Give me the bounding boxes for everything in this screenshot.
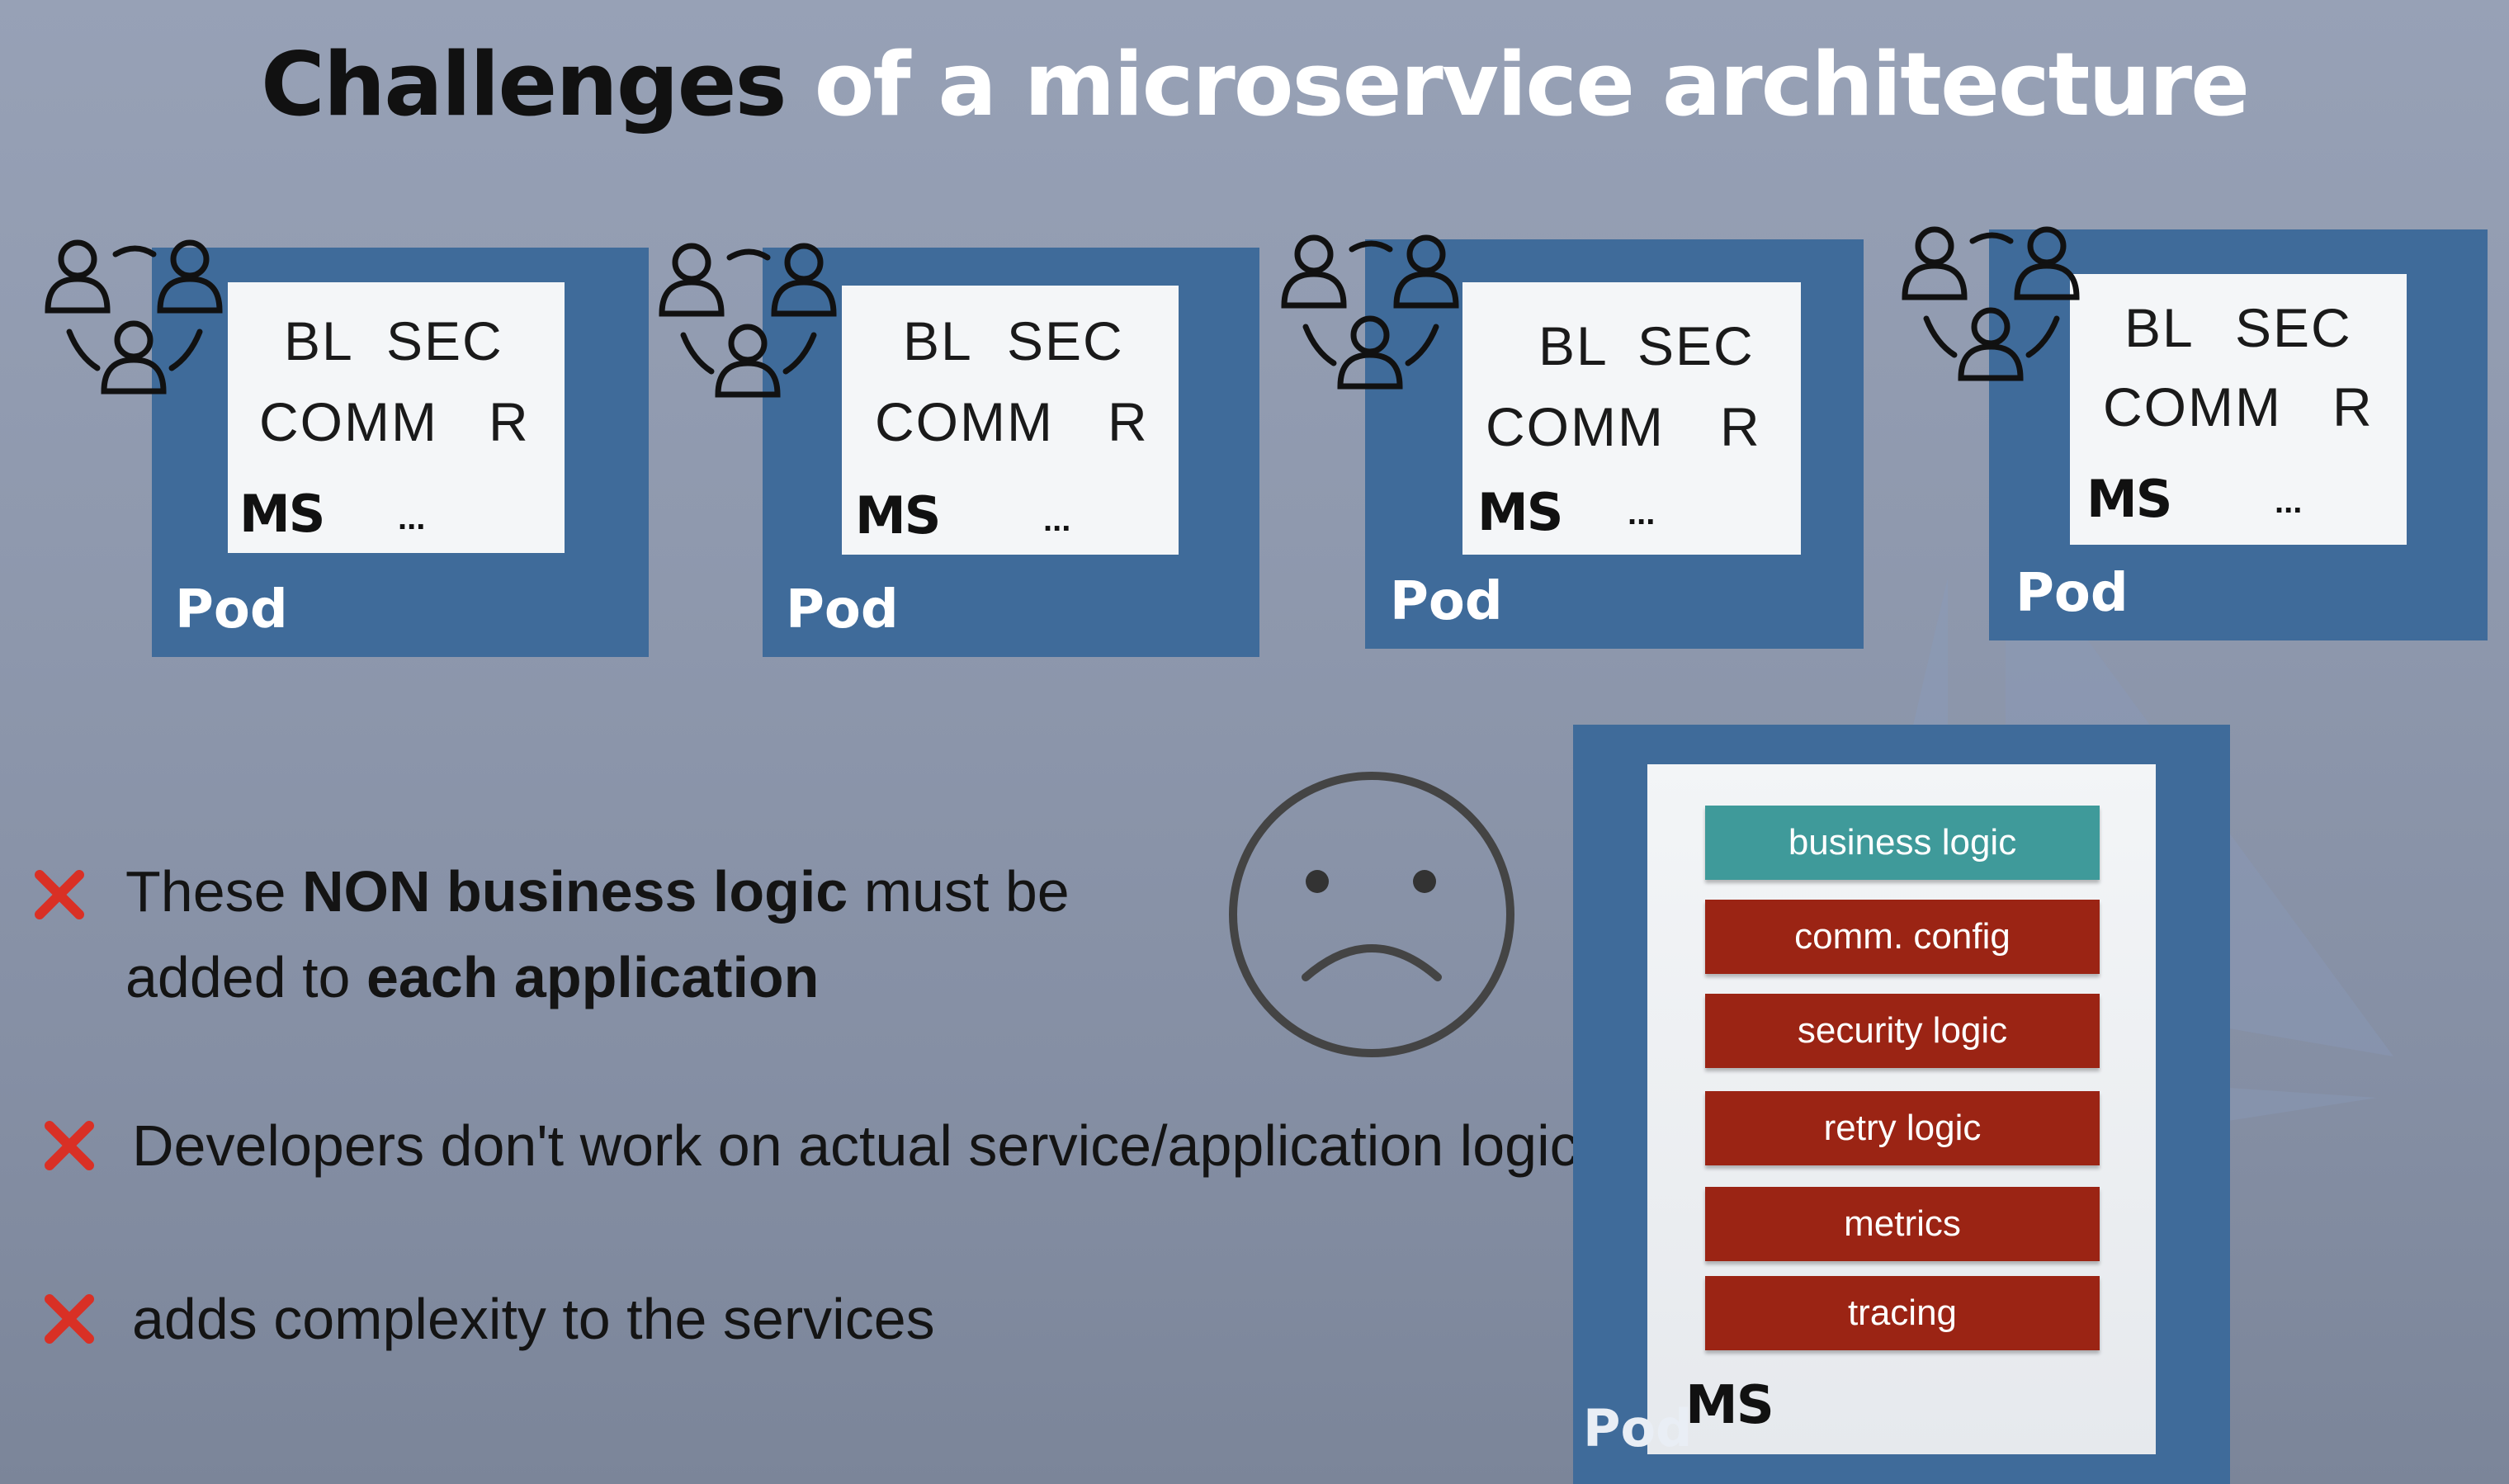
- bullet-bold-text: NON business logic: [302, 859, 848, 924]
- detail-ms-label: MS: [1685, 1375, 1774, 1436]
- layer-business-logic: business logic: [1705, 806, 2100, 880]
- team-icon: [659, 243, 837, 398]
- pod-label: Pod: [786, 579, 899, 640]
- bullet-text: added to: [125, 945, 366, 1009]
- retry-label: R: [1720, 396, 1761, 457]
- bullet-line: added to each application: [125, 934, 1070, 1020]
- pod-label: Pod: [2015, 563, 2129, 624]
- sec-label: SEC: [1007, 310, 1124, 371]
- bullet-text: These: [125, 859, 302, 924]
- microservice-card: BL SEC COMM R MS ...: [228, 282, 565, 553]
- x-mark-icon: [45, 1121, 94, 1170]
- sad-face-icon: [1229, 772, 1514, 1057]
- bullet-bold-text: each application: [366, 945, 820, 1009]
- layer-security-logic: security logic: [1705, 994, 2100, 1068]
- page-title: Challenges of a microservice architectur…: [0, 31, 2509, 139]
- sec-label: SEC: [1637, 315, 1755, 376]
- bl-label: BL: [2124, 297, 2195, 358]
- more-label: ...: [1628, 495, 1656, 532]
- retry-label: R: [1108, 391, 1149, 452]
- comm-label: COMM: [1486, 396, 1665, 457]
- team-icon: [1281, 234, 1459, 390]
- microservice-card: BL SEC COMM R MS ...: [842, 286, 1179, 555]
- bl-label: BL: [903, 310, 973, 371]
- microservice-card: BL SEC COMM R MS ...: [2070, 274, 2407, 545]
- x-mark-icon: [45, 1294, 94, 1344]
- layer-comm-config: comm. config: [1705, 900, 2100, 974]
- bullet-non-business-logic: These NON business logic must be added t…: [125, 848, 1070, 1020]
- bullet-line: These NON business logic must be: [125, 848, 1070, 934]
- team-icon: [45, 239, 223, 395]
- ms-label: MS: [855, 485, 941, 546]
- bullet-text: must be: [848, 859, 1070, 924]
- pod-label: Pod: [175, 579, 288, 640]
- ms-label: MS: [239, 484, 325, 544]
- retry-label: R: [489, 391, 530, 452]
- more-label: ...: [1043, 502, 1071, 538]
- title-rest: of a microservice architecture: [814, 34, 2250, 135]
- ms-label: MS: [2086, 469, 2172, 529]
- pod-label: Pod: [1390, 571, 1503, 632]
- comm-label: COMM: [875, 391, 1054, 452]
- bullet-developers: Developers don't work on actual service/…: [132, 1113, 1579, 1178]
- x-mark-icon: [35, 870, 84, 919]
- bl-label: BL: [284, 310, 354, 371]
- ms-label: MS: [1477, 482, 1563, 542]
- team-icon: [1902, 226, 2080, 381]
- title-emphasis: Challenges: [260, 34, 787, 135]
- more-label: ...: [398, 500, 426, 536]
- detail-pod-label: Pod: [1583, 1398, 1693, 1458]
- comm-label: COMM: [259, 391, 438, 452]
- layer-tracing: tracing: [1705, 1276, 2100, 1350]
- microservice-card: BL SEC COMM R MS ...: [1462, 282, 1801, 555]
- bullet-complexity: adds complexity to the services: [132, 1287, 935, 1351]
- layer-metrics: metrics: [1705, 1187, 2100, 1261]
- sec-label: SEC: [2235, 297, 2352, 358]
- bl-label: BL: [1538, 315, 1609, 376]
- sec-label: SEC: [386, 310, 503, 371]
- layer-retry-logic: retry logic: [1705, 1091, 2100, 1165]
- comm-label: COMM: [2103, 376, 2282, 437]
- retry-label: R: [2332, 376, 2374, 437]
- more-label: ...: [2275, 484, 2303, 520]
